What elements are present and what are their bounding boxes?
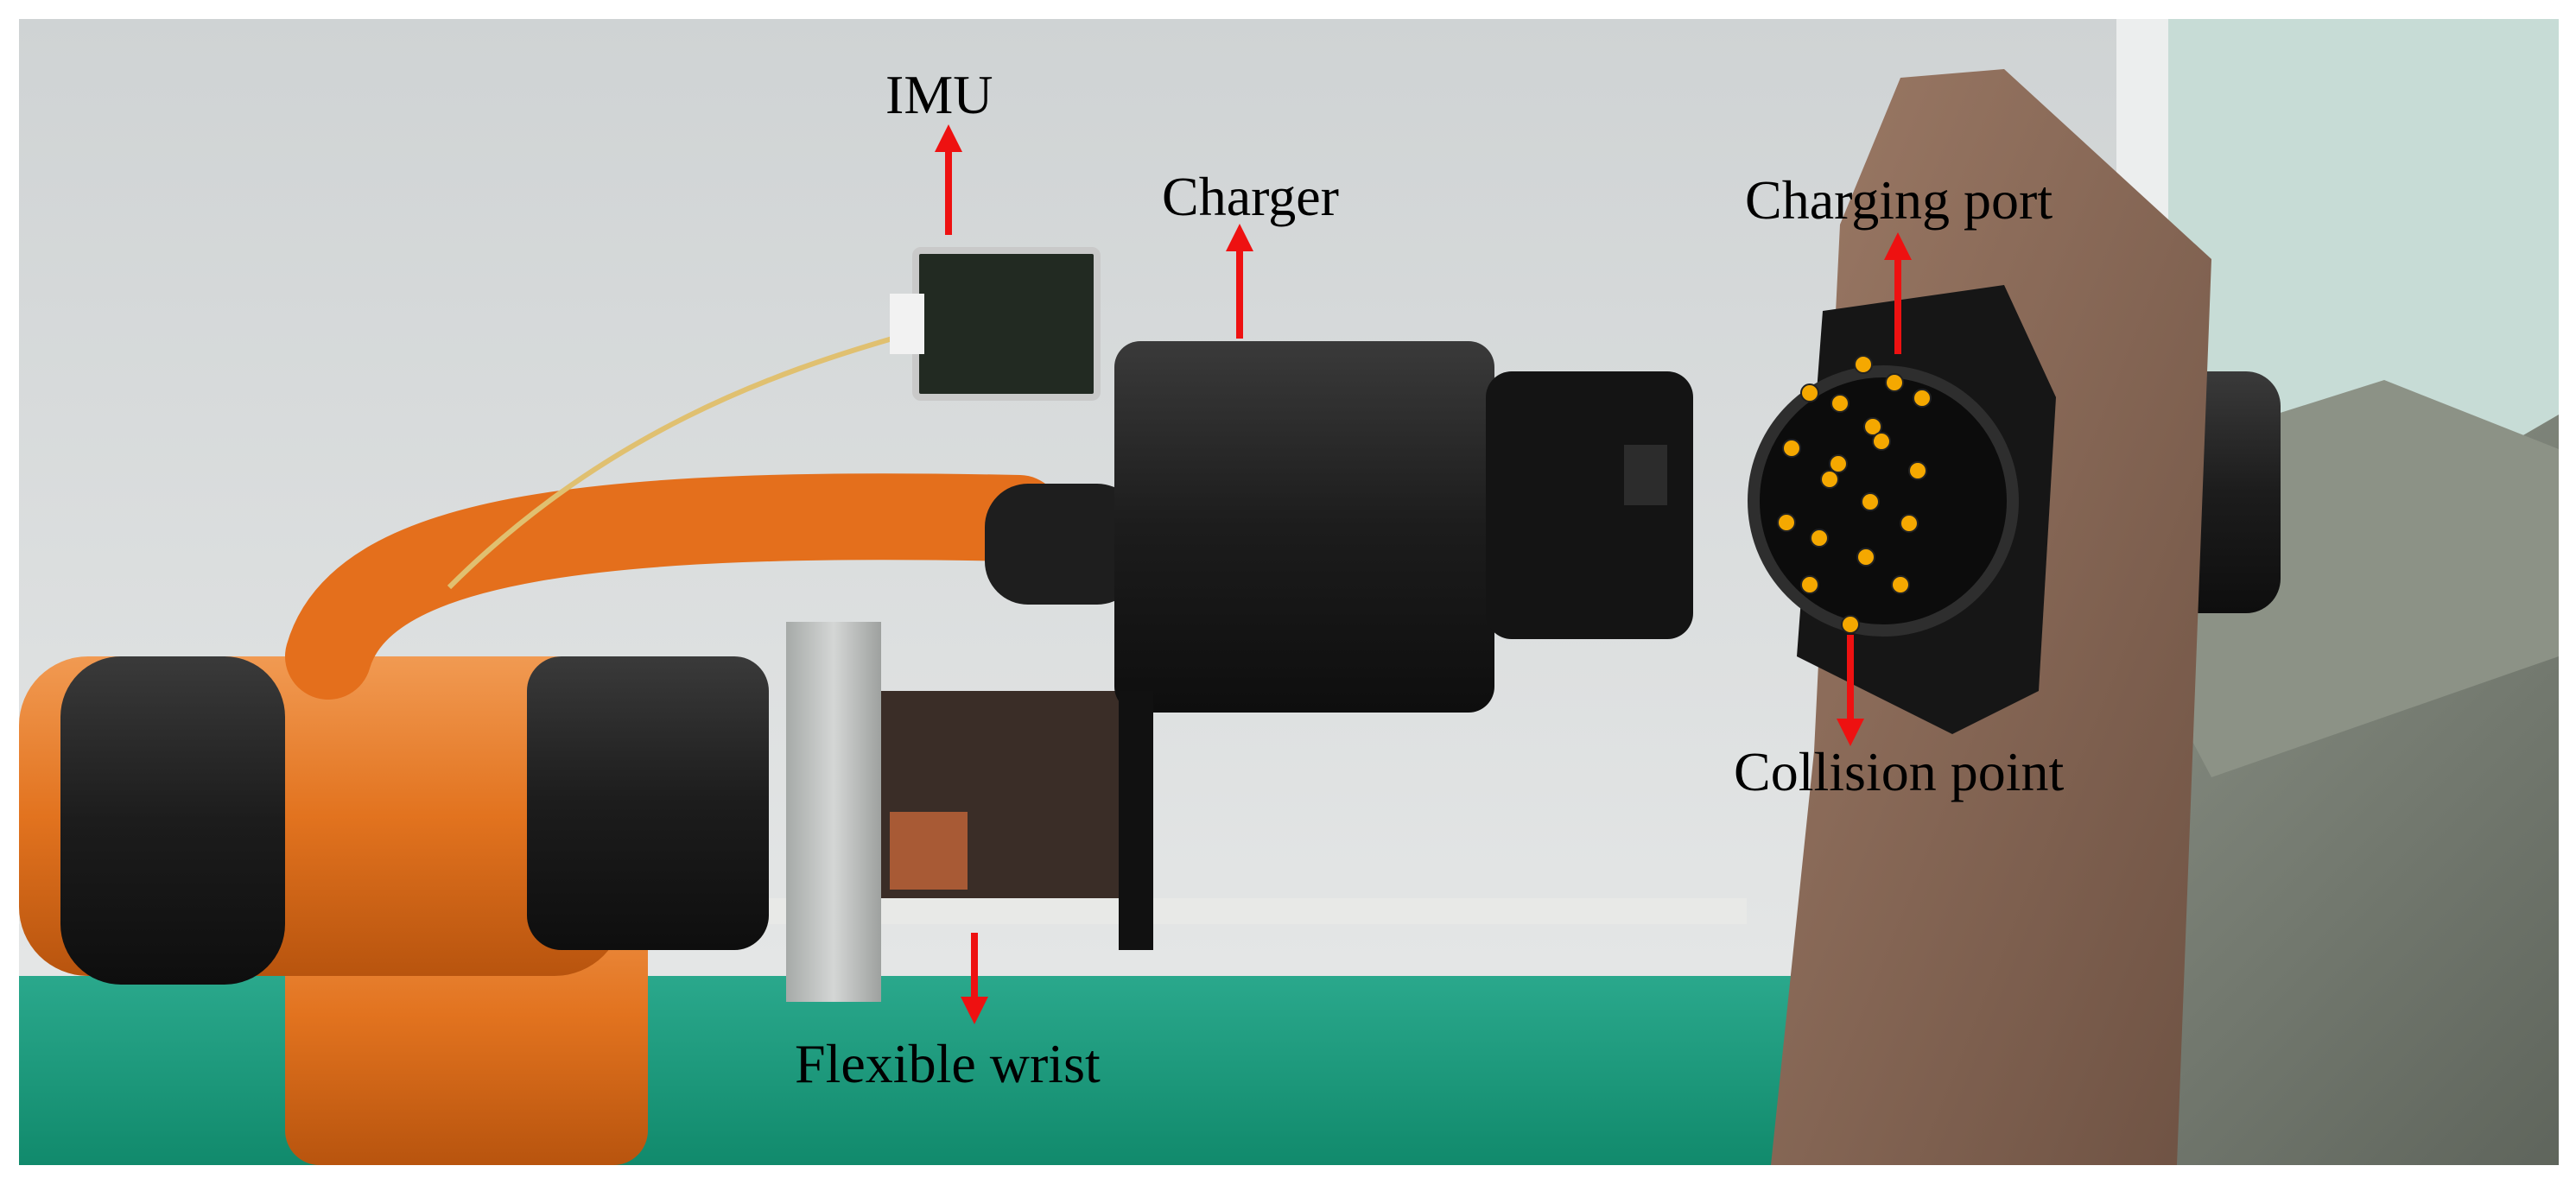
collision-point-18 <box>1891 575 1910 594</box>
charger-plug <box>1486 371 1693 639</box>
collision-point-15 <box>1810 529 1829 548</box>
imu-board <box>912 247 1101 401</box>
collision-point-7 <box>1782 439 1801 458</box>
charger-plug-slot <box>1624 445 1667 505</box>
imu-wires <box>447 334 899 590</box>
socket-face <box>1748 365 2019 637</box>
orange-cable <box>285 473 1063 700</box>
collision-points <box>1777 355 1932 594</box>
collision-point-16 <box>1856 548 1875 567</box>
collision-point-3 <box>1913 389 1932 408</box>
collision-point-1 <box>1854 355 1873 374</box>
charger-bracket <box>1119 691 1153 950</box>
cable-boot <box>985 484 1140 605</box>
collision-point-10 <box>1908 461 1927 480</box>
imu-label: IMU <box>885 64 993 125</box>
collision-point-13 <box>1900 514 1919 533</box>
collision-point-9 <box>1872 432 1891 451</box>
collision-point-8 <box>1829 454 1848 473</box>
imu-connector <box>890 294 924 354</box>
collision-point-17 <box>1800 575 1819 594</box>
robot-joint-cap <box>60 656 285 985</box>
wrist-flange <box>786 622 881 1002</box>
collision-point-6 <box>1863 417 1882 436</box>
collision-point-label: Collision point <box>1734 741 2065 802</box>
wrist-spring <box>890 812 968 890</box>
charger-body <box>1114 341 1494 713</box>
collision-point-bottom <box>1841 615 1860 634</box>
collision-point-5 <box>1830 394 1850 413</box>
flexible-wrist-label: Flexible wrist <box>795 1033 1101 1094</box>
charging-port-label: Charging port <box>1745 169 2053 231</box>
collision-point-12 <box>1861 492 1880 511</box>
robot-joint <box>527 656 769 950</box>
collision-point-11 <box>1820 470 1839 489</box>
collision-point-4 <box>1800 383 1819 402</box>
charger-label: Charger <box>1162 166 1339 227</box>
collision-point-2 <box>1885 373 1904 392</box>
collision-point-14 <box>1777 513 1796 532</box>
